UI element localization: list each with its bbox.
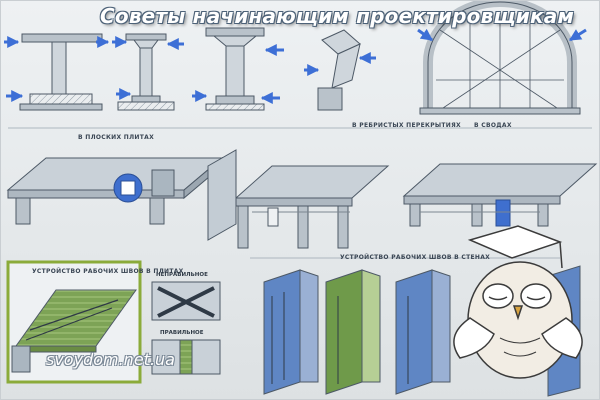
label-wrong: НЕПРАВИЛЬНОЕ [156, 272, 208, 278]
label-right: ПРАВИЛЬНОЕ [160, 330, 204, 336]
ribbed-slab-diagram-left [207, 149, 390, 249]
owl-mascot-logo [453, 225, 583, 379]
section-heading-flat-slabs: В ПЛОСКИХ ПЛИТАХ [78, 134, 154, 141]
column-diagram-1 [19, 33, 103, 111]
column-diagram-2 [117, 33, 175, 111]
frame-corner-diagram [317, 29, 361, 111]
slab-joint-panel [6, 260, 142, 384]
section-heading-wall-joints: УСТРОЙСТВО РАБОЧИХ ШВОВ В СТЕНАХ [340, 254, 491, 261]
section-heading-slab-joints: УСТРОЙСТВО РАБОЧИХ ШВОВ В ПЛИТАХ [32, 268, 184, 275]
direction-arrows [4, 28, 587, 104]
section-heading-vaults: В СВОДАХ [474, 122, 512, 129]
poster-headline: Советы начинающим проектировщикам [100, 4, 575, 28]
column-diagram-3 [205, 27, 265, 111]
flat-slab-diagram [6, 156, 224, 225]
vault-diagram [419, 0, 581, 115]
section-heading-ribbed-slabs: В РЕБРИСТЫХ ПЕРЕКРЫТИЯХ [352, 122, 461, 129]
ribbed-slab-diagram-right [402, 163, 598, 227]
divider-lines [8, 127, 592, 259]
joint-examples [151, 281, 221, 375]
site-watermark: svoydom.net.ua [46, 350, 175, 369]
